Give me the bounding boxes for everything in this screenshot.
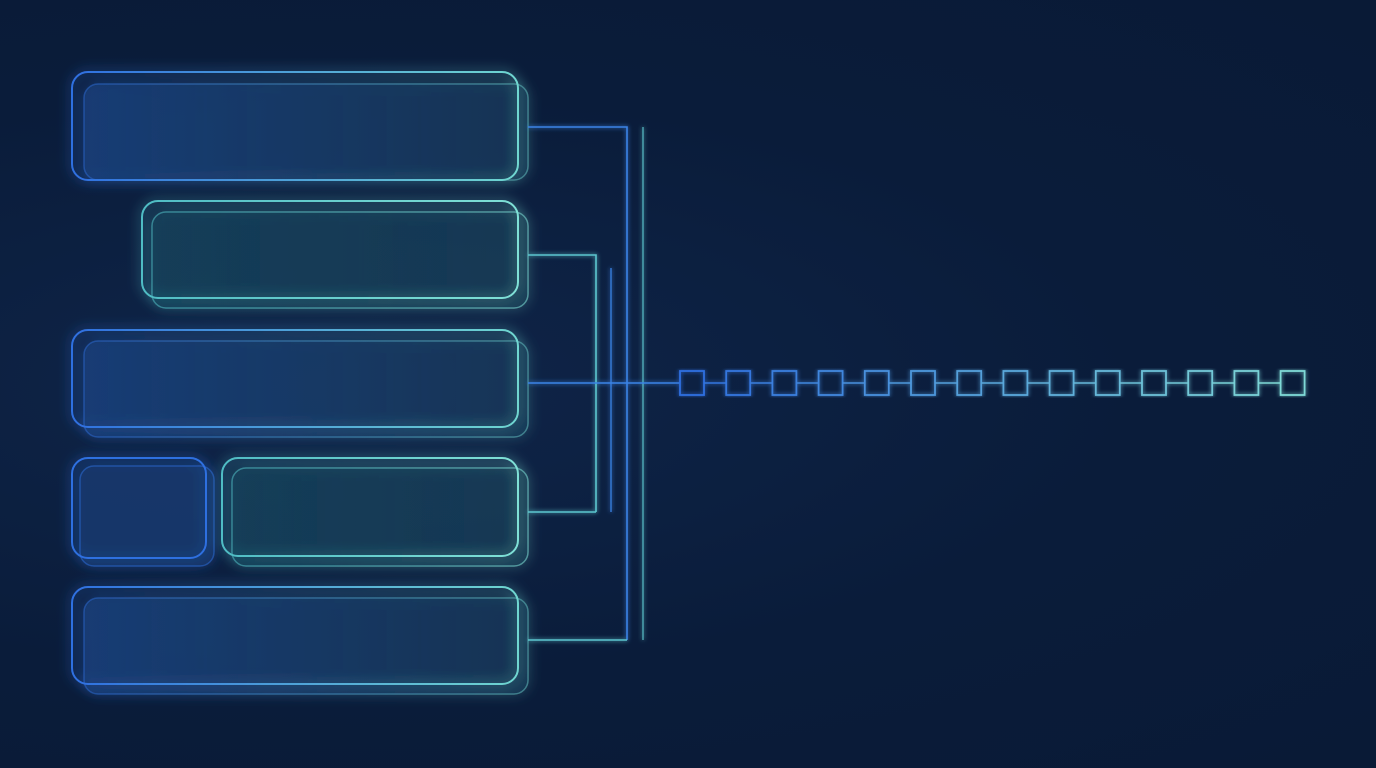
chain-node — [1048, 370, 1075, 396]
chain-node — [817, 370, 844, 396]
panel-4-large — [221, 457, 529, 567]
connector-panel-1 — [528, 126, 628, 640]
chain-node — [863, 370, 890, 396]
chain-node — [679, 370, 705, 396]
chain-node — [1141, 370, 1167, 396]
chain-node — [1233, 370, 1260, 396]
connector-lines — [528, 126, 680, 641]
panel-3 — [71, 329, 529, 438]
chain-node — [1094, 370, 1121, 396]
node-chain — [679, 370, 1306, 396]
chain-node — [771, 370, 798, 396]
chain-node — [910, 370, 936, 396]
chain-node — [1002, 370, 1029, 396]
chain-node — [725, 370, 752, 396]
panel-1 — [71, 71, 529, 181]
connector-panel-2 — [528, 254, 597, 512]
panel-2 — [141, 200, 529, 309]
panel-5 — [71, 586, 529, 695]
chain-node — [1279, 370, 1306, 396]
panel-4-small — [71, 457, 215, 567]
chain-node — [956, 370, 983, 396]
chain-node — [1187, 370, 1214, 396]
